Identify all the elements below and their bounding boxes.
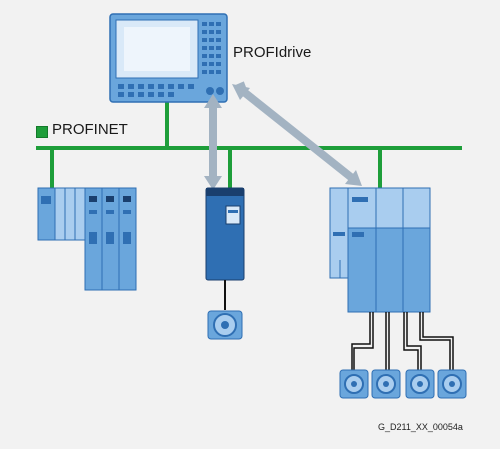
- hmi-panel: [109, 13, 228, 103]
- communication-arrows: [204, 81, 362, 190]
- motor-cables: [351, 312, 454, 370]
- motor-axis-2: [371, 369, 401, 399]
- motor-axis-4: [437, 369, 467, 399]
- profinet-bus: [36, 102, 462, 188]
- figure-id: G_D211_XX_00054a: [378, 422, 463, 432]
- motor-center: [207, 310, 243, 340]
- io-station: [37, 187, 137, 291]
- motor-axis-3: [405, 369, 435, 399]
- single-drive: [205, 187, 245, 310]
- profinet-legend-swatch: [36, 126, 48, 138]
- motor-axis-1: [339, 369, 369, 399]
- profidrive-label: PROFIdrive: [233, 44, 312, 61]
- profinet-label: PROFINET: [52, 121, 128, 138]
- multi-axis-drive: [329, 187, 431, 313]
